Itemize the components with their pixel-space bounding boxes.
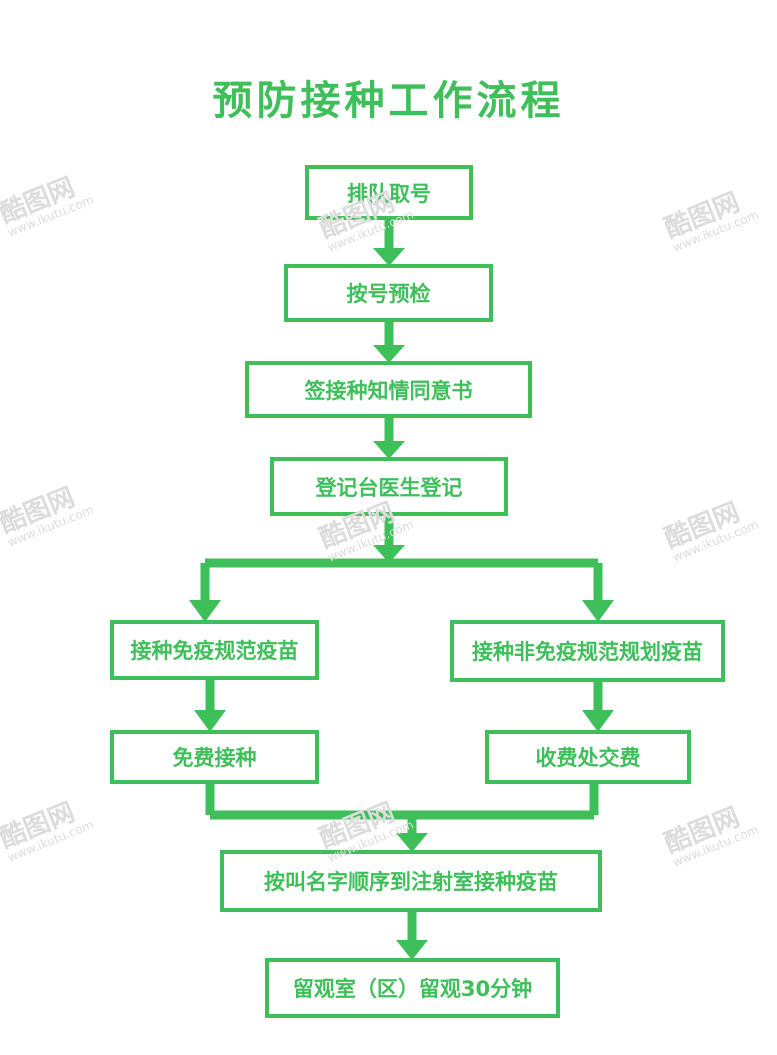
step-register-label: 登记台医生登记	[315, 475, 463, 500]
step-injection-label: 按叫名字顺序到注射室接种疫苗	[264, 870, 558, 894]
step-free-vaccine-label: 接种免疫规范疫苗	[130, 639, 299, 663]
step-free-vaccine: 接种免疫规范疫苗	[110, 620, 319, 680]
step-free-shot: 免费接种	[110, 730, 319, 784]
step-consent-label: 签接种知情同意书	[304, 378, 473, 403]
step-free-shot-label: 免费接种	[172, 746, 257, 770]
step-injection: 按叫名字顺序到注射室接种疫苗	[220, 850, 602, 912]
step-pay-label: 收费处交费	[535, 746, 641, 770]
step-consent: 签接种知情同意书	[245, 361, 532, 418]
step-nonfree-vaccine-label: 接种非免疫规范规划疫苗	[472, 640, 703, 664]
page-title: 预防接种工作流程	[212, 78, 565, 124]
step-nonfree-vaccine: 接种非免疫规范规划疫苗	[450, 620, 725, 682]
step-observe: 留观室（区）留观30分钟	[265, 958, 560, 1018]
step-queue-label: 排队取号	[347, 181, 431, 206]
step-queue: 排队取号	[305, 165, 473, 220]
step-precheck-label: 按号预检	[346, 282, 431, 306]
step-pay: 收费处交费	[485, 730, 691, 784]
step-register: 登记台医生登记	[270, 457, 508, 516]
step-observe-label: 留观室（区）留观30分钟	[292, 977, 533, 1001]
step-precheck: 按号预检	[284, 264, 493, 322]
